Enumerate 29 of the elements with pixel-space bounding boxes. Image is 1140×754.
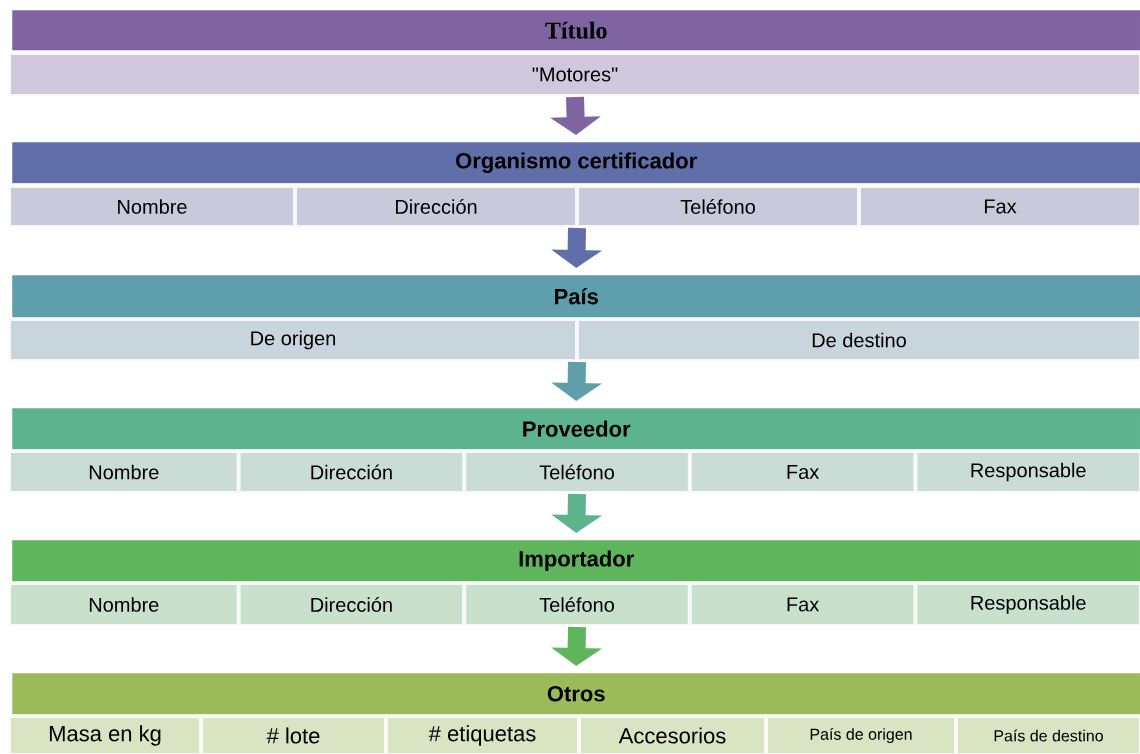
field-cell: Dirección	[238, 583, 465, 626]
field-cell: Fax	[689, 583, 916, 626]
field-cell: Teléfono	[577, 186, 859, 227]
field-cell: Responsable	[915, 583, 1140, 626]
section-header-band: Otros	[12, 673, 1140, 715]
field-cell: # etiquetas	[386, 716, 579, 754]
field-cell: Nombre	[9, 583, 239, 626]
field-cell: Fax	[859, 186, 1140, 227]
field-cell: Dirección	[295, 186, 577, 227]
section-header-band: País	[12, 275, 1140, 318]
field-cell: Nombre	[9, 186, 295, 227]
field-cell: Dirección	[238, 451, 465, 493]
section-header-band: Proveedor	[12, 408, 1140, 450]
field-cell: País de origen	[766, 716, 956, 754]
field-cell: Accesorios	[579, 716, 766, 754]
field-cell: Masa en kg	[9, 716, 201, 754]
field-cell: Responsable	[915, 451, 1140, 493]
field-cell: Teléfono	[464, 451, 690, 493]
field-cell: De destino	[577, 319, 1140, 361]
section-header-band: Organismo certificador	[12, 142, 1140, 184]
section-header-band: Importador	[12, 540, 1140, 582]
field-cell: De origen	[9, 319, 577, 361]
field-cell: Nombre	[9, 451, 239, 493]
field-cell: # lote	[201, 716, 386, 754]
field-cell: Teléfono	[464, 583, 690, 626]
field-cell: País de destino	[956, 716, 1140, 754]
field-cell: Fax	[689, 451, 916, 493]
section-header-band: Título	[12, 10, 1140, 51]
field-cell: "Motores"	[9, 53, 1140, 96]
